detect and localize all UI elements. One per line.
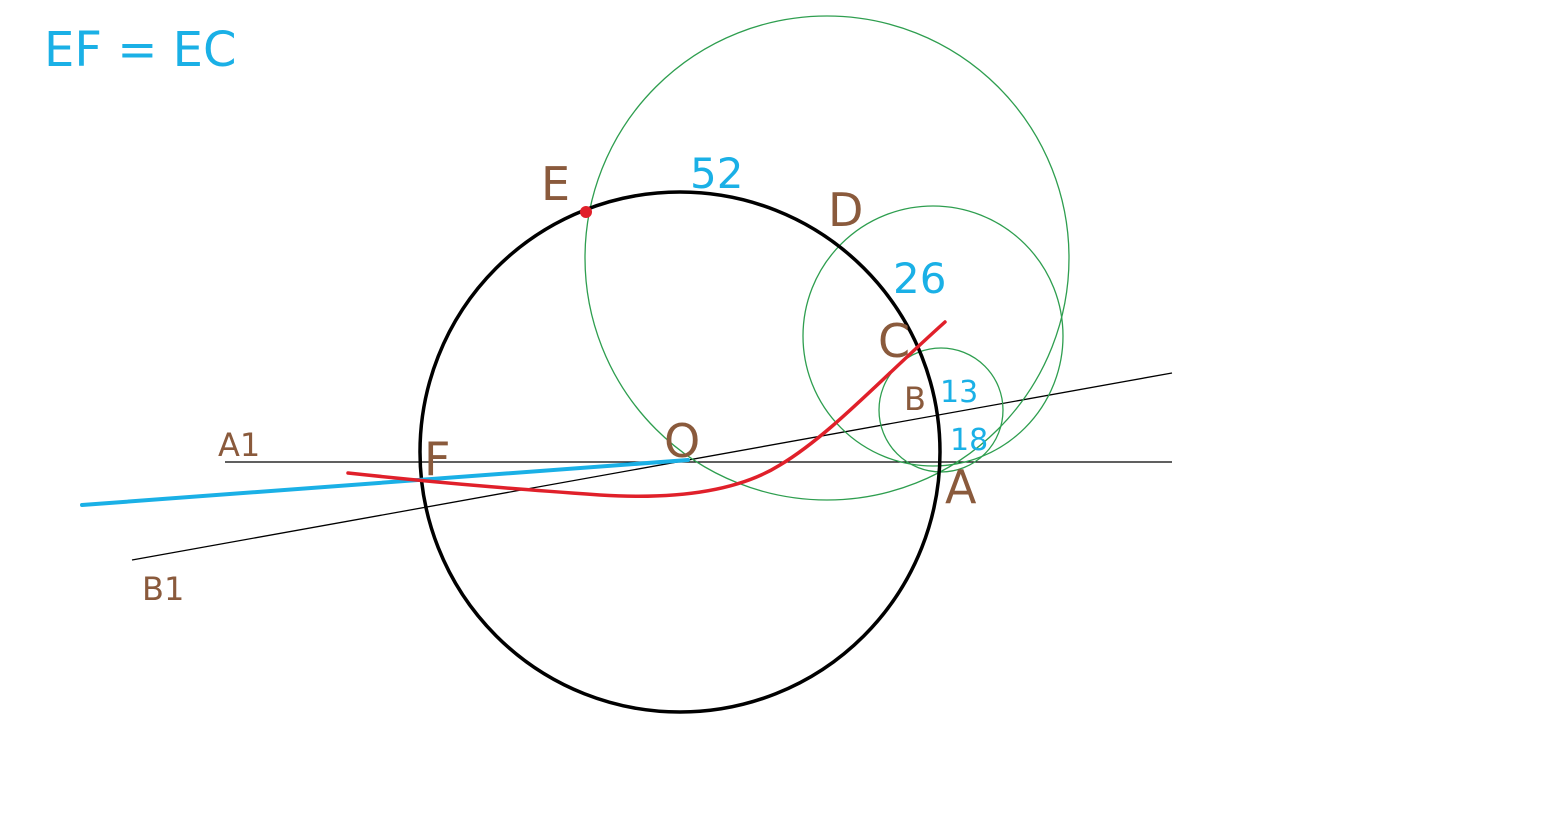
label-point-b: B: [904, 380, 926, 418]
label-point-a1: A1: [218, 426, 260, 464]
label-point-a: A: [945, 460, 977, 514]
label-number-26: 26: [893, 254, 946, 303]
blue-line-to-o: [80, 458, 690, 507]
label-point-d: D: [828, 183, 863, 237]
label-point-e: E: [541, 157, 570, 211]
label-point-f: F: [424, 432, 450, 486]
label-point-b1: B1: [142, 570, 184, 608]
equality-note: EF = EC: [44, 22, 237, 78]
label-point-c: C: [878, 314, 910, 368]
label-point-o: O: [664, 414, 700, 468]
slanted-line-b1: [131, 372, 1173, 561]
label-number-13: 13: [940, 375, 978, 410]
green-circle-large: [584, 15, 1070, 501]
green-circle-small: [878, 347, 1004, 473]
point-e-dot: [580, 206, 592, 218]
green-circle-medium: [802, 205, 1064, 467]
label-number-52: 52: [690, 149, 743, 198]
red-curve: [346, 320, 947, 498]
label-number-18: 18: [950, 423, 988, 458]
main-circle: [418, 190, 942, 714]
